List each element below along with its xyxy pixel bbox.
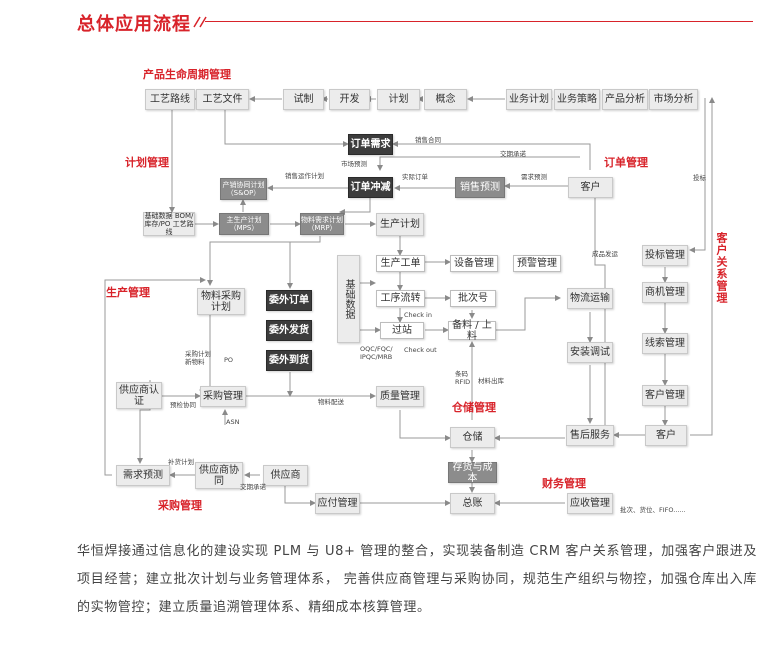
node-install: 安装调试: [567, 342, 613, 363]
section-crm: 客户关系管理: [715, 232, 728, 304]
node-base-data: 基础数据: [337, 255, 360, 343]
section-order: 订单管理: [604, 156, 648, 169]
node-customer-mgmt: 客户管理: [642, 385, 688, 406]
node-supplier-cert: 供应商认证: [116, 382, 162, 409]
node-receivable: 应收管理: [567, 493, 613, 514]
node-material-plan: 物料采购计划: [197, 288, 245, 315]
node-sales-forecast: 销售预测: [455, 177, 505, 198]
section-plm: 产品生命周期管理: [143, 68, 231, 81]
node-sop: 产销协同计划（S&OP）: [220, 178, 267, 200]
label-actual-order: 实际订单: [402, 173, 428, 181]
section-plan: 计划管理: [125, 156, 169, 169]
label-po: PO: [224, 356, 234, 364]
label-delivery-req: 交期承诺: [240, 483, 266, 491]
node-lead-mgmt: 线索管理: [642, 333, 688, 354]
node-biz-strategy: 业务策略: [554, 89, 600, 110]
node-opportunity: 商机管理: [642, 282, 688, 303]
node-payable: 应付管理: [315, 493, 360, 514]
label-purchase-plan: 采购计划 新物料: [185, 350, 211, 366]
label-check-in: Check in: [404, 311, 432, 319]
label-sales-ops-plan: 销售运作计划: [285, 172, 324, 180]
flow-connectors: [104, 96, 715, 506]
label-deal: 成品发运: [592, 250, 618, 258]
label-check-out: Check out: [404, 346, 437, 354]
node-inventory-cost: 存货与成本: [448, 462, 497, 484]
label-market-forecast: 市场预测: [341, 160, 367, 168]
section-production: 生产管理: [106, 286, 150, 299]
title-underline: [205, 21, 753, 22]
node-process-flow: 工序流转: [376, 290, 425, 307]
section-finance: 财务管理: [542, 477, 586, 490]
node-supplier-collab: 供应商协同: [195, 462, 243, 489]
label-demand-forecast: 需求预测: [521, 173, 547, 181]
node-customer-bottom: 客户: [645, 425, 687, 446]
label-barcode: 条码 RFID: [455, 370, 471, 386]
label-sales-contract: 销售合同: [415, 136, 441, 144]
node-prep-material: 备料 / 上料: [448, 320, 496, 342]
node-station: 过站: [380, 322, 424, 339]
node-warehouse: 仓储: [450, 427, 495, 448]
node-aftersales: 售后服务: [566, 425, 614, 446]
node-product-analysis: 产品分析: [602, 89, 648, 110]
node-purchase-mgmt: 采购管理: [200, 386, 246, 407]
node-plan: 计划: [377, 89, 420, 110]
node-trial: 试制: [283, 89, 324, 110]
node-prod-plan: 生产计划: [376, 213, 424, 236]
node-ledger: 总账: [450, 493, 495, 514]
label-asn: ASN: [226, 418, 240, 426]
label-oqc: OQC/FQC/ IPQC/MRB: [360, 345, 393, 361]
section-purchase: 采购管理: [158, 499, 202, 512]
node-prod-order: 生产工单: [376, 255, 425, 272]
node-concept: 概念: [424, 89, 467, 110]
node-quality-mgmt: 质量管理: [376, 386, 424, 407]
node-order-offset: 订单冲减: [348, 177, 393, 198]
node-customer-top: 客户: [568, 177, 613, 198]
node-logistics: 物流运输: [567, 288, 613, 309]
node-craft-doc: 工艺文件: [196, 89, 249, 110]
page-title: 总体应用流程: [77, 14, 191, 35]
node-batch-no: 批次号: [450, 290, 496, 307]
node-supplier: 供应商: [263, 465, 308, 486]
node-market-analysis: 市场分析: [649, 89, 698, 110]
node-demand-forecast: 需求预测: [116, 465, 170, 486]
node-biz-plan: 业务计划: [506, 89, 552, 110]
node-outsource-order: 委外订单: [266, 290, 312, 311]
node-alert-mgmt: 预警管理: [513, 255, 561, 272]
node-develop: 开发: [329, 89, 370, 110]
node-mps: 主生产计划（MPS）: [219, 213, 269, 235]
label-delivery-demand: 交期承诺: [500, 150, 526, 158]
node-outsource-arrive: 委外到货: [266, 350, 312, 371]
label-pre-collab: 预检协同: [170, 401, 196, 409]
label-material-dist: 物料配送: [318, 398, 344, 406]
description-paragraph: 华恒焊接通过信息化的建设实现 PLM 与 U8+ 管理的整合，实现装备制造 CR…: [77, 544, 757, 615]
label-bid: 投标: [693, 174, 706, 182]
node-outsource-ship: 委外发货: [266, 320, 312, 341]
node-order-demand: 订单需求: [348, 134, 393, 155]
node-equip-mgmt: 设备管理: [450, 255, 498, 272]
node-craft-route: 工艺路线: [145, 89, 195, 110]
node-bid-mgmt: 投标管理: [642, 245, 688, 266]
node-base-bom: 基础数据 BOM/库存/PO 工艺路线: [143, 212, 195, 236]
label-material-out: 材料出库: [478, 377, 504, 385]
node-mrp: 物料需求计划（MRP）: [300, 213, 344, 235]
section-warehouse: 仓储管理: [452, 401, 496, 414]
label-batch-info: 批次、货位、FIFO......: [620, 506, 686, 514]
title-slash-icon: [193, 16, 207, 28]
label-replenish: 补货计划: [168, 458, 194, 466]
